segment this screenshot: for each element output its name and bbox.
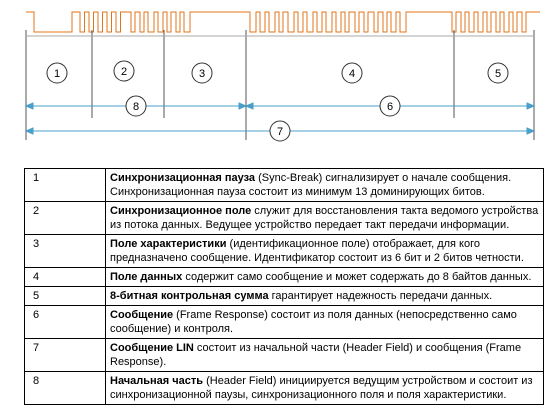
span-label: 6 [387,101,393,113]
legend-term: Начальная часть [110,375,204,387]
region-label: 5 [495,68,501,80]
legend-number: 4 [24,267,106,287]
legend-description: Сообщение (Frame Response) состоит из по… [105,305,544,339]
span-label: 7 [277,126,283,138]
legend-description: 8-битная контрольная сумма гарантирует н… [105,286,544,306]
region-circle [341,62,363,84]
arrow-head-left [24,127,34,135]
arrow-head-right [238,102,248,110]
span-message: 7 [24,120,536,142]
region-marker-4: 4 [341,62,363,84]
span-label: 8 [133,101,139,113]
region-marker-3: 3 [191,62,213,84]
span-circle [379,95,401,117]
region-label: 3 [199,68,205,80]
legend-number: 8 [24,371,106,405]
arrow-head-right [526,102,536,110]
region-circle [46,62,68,84]
legend-description: Поле данных содержит само сообщение и мо… [105,267,544,287]
legend-term: Поле характеристики [110,238,227,250]
legend-text: (Header Field) инициируется ведущим устр… [110,375,533,401]
region-label: 2 [121,66,127,78]
legend-term: Сообщение LIN [110,342,194,354]
legend-description: Синхронизационное поле служит для восста… [105,201,544,235]
legend-term: Поле данных [110,271,183,283]
region-label: 1 [54,68,60,80]
legend-text: (Frame Response) состоит из поля данных … [110,309,517,335]
legend-number: 2 [24,201,106,235]
span-circle [269,120,291,142]
legend-text: гарантирует надежность передачи данных. [268,290,493,302]
legend-text: (идентификационное поле) отображает, для… [110,238,524,264]
legend-number: 3 [24,234,106,268]
span-arrows: 8 6 7 [24,95,536,142]
legend-number: 1 [24,168,106,202]
span-header: 8 [24,95,248,117]
region-circle [191,62,213,84]
legend-text: (Sync-Break) сигнализирует о начале сооб… [110,172,512,198]
legend-text: служит для восстановления такта ведомого… [110,205,539,231]
legend-description: Начальная часть (Header Field) инициируе… [105,371,544,405]
legend-description: Сообщение LIN состоит из начальной части… [105,338,544,372]
arrow-head-left [244,102,254,110]
legend-number: 7 [24,338,106,372]
legend-term: 8-битная контрольная сумма [110,290,269,302]
arrow-head-right [526,127,536,135]
legend-text: состоит из начальной части (Header Field… [110,342,522,368]
field-separators [25,30,535,140]
region-marker-5: 5 [487,62,509,84]
region-circle [113,60,135,82]
legend-text: содержит само сообщение и может содержат… [182,271,532,283]
legend-term: Сообщение [110,309,174,321]
legend-term: Синхронизационное поле [110,205,252,217]
region-circle [487,62,509,84]
legend-number: 6 [24,305,106,339]
legend-description: Поле характеристики (идентификационное п… [105,234,544,268]
signal-waveform [26,11,540,33]
arrow-head-left [24,102,34,110]
signal-line [26,11,540,33]
region-marker-2: 2 [113,60,135,82]
legend-description: Синхронизационная пауза (Sync-Break) сиг… [105,168,544,202]
region-marker-1: 1 [46,62,68,84]
region-label: 4 [349,68,355,80]
legend-term: Синхронизационная пауза [110,172,256,184]
span-circle [125,95,147,117]
span-response: 6 [244,95,536,117]
region-markers: 1 2 3 4 5 [46,60,509,84]
legend-number: 5 [24,286,106,306]
lin-frame-diagram: 1 2 3 4 5 8 6 7 [24,11,540,142]
